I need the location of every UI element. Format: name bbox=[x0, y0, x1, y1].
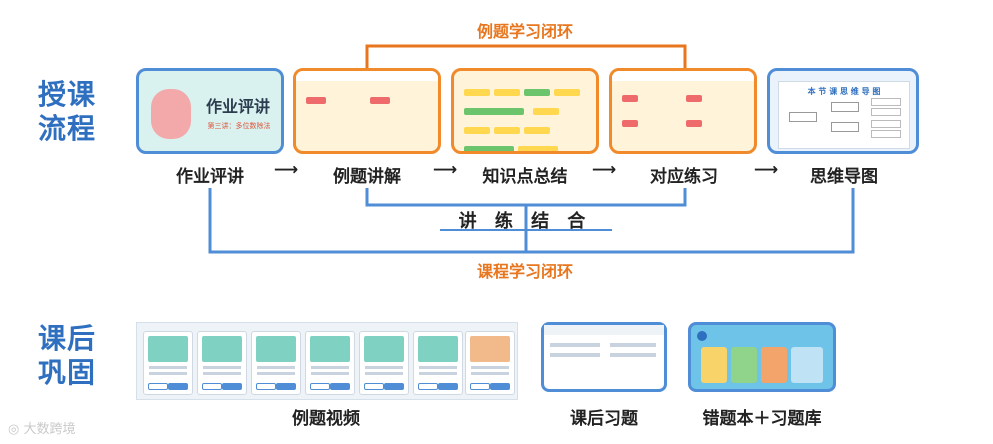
card4-problem-lines bbox=[620, 93, 746, 106]
card4-mark-b bbox=[686, 95, 703, 102]
course-loop-label: 课程学习闭环 bbox=[476, 262, 573, 281]
after-class-exercises-panel bbox=[541, 322, 667, 392]
exercise-line bbox=[610, 343, 656, 347]
example-loop-label: 例题学习闭环 bbox=[476, 22, 573, 41]
summary-cell bbox=[494, 89, 520, 96]
summary-cell bbox=[524, 89, 550, 96]
card2-problem-lines bbox=[304, 95, 430, 108]
card4-problem-lines-2 bbox=[620, 118, 746, 131]
summary-cell bbox=[464, 108, 524, 115]
exercise-line bbox=[610, 353, 656, 357]
practice-bracket bbox=[365, 188, 687, 207]
summary-cell bbox=[464, 127, 490, 134]
card1-title: 作业评讲 bbox=[205, 97, 270, 116]
card4-mark-a bbox=[622, 95, 638, 102]
card4-mark-d bbox=[686, 120, 703, 127]
library-tile[interactable] bbox=[701, 347, 727, 383]
video-thumb[interactable] bbox=[359, 331, 409, 395]
avatar bbox=[697, 331, 707, 341]
summary-cell bbox=[554, 89, 580, 96]
video-thumb[interactable] bbox=[143, 331, 193, 395]
teaching-process-label: 授课 流程 bbox=[38, 78, 96, 146]
mindmap-branch bbox=[831, 122, 859, 132]
card2-mark-a bbox=[306, 97, 326, 104]
teaching-label-line1: 授课 bbox=[38, 78, 97, 111]
after-class-label-line1: 课后 bbox=[38, 322, 97, 355]
after-class-label: 课后 巩固 bbox=[38, 322, 96, 390]
summary-cell bbox=[464, 146, 514, 151]
arrow-icon: ⟶ bbox=[591, 160, 617, 180]
mindmap-leaf bbox=[871, 98, 901, 106]
video-thumb[interactable] bbox=[413, 331, 463, 395]
card5-title: 本 节 课 思 维 导 图 bbox=[807, 87, 881, 96]
summary-cell bbox=[533, 108, 560, 115]
mindmap-leaf bbox=[871, 108, 901, 116]
video-thumb[interactable] bbox=[465, 331, 515, 395]
practice-label: 讲 练 结 合 bbox=[458, 211, 592, 232]
card-corresponding-practice bbox=[609, 68, 757, 154]
watermark-text: 大数跨境 bbox=[23, 422, 76, 437]
after-class-label-line2: 巩固 bbox=[38, 356, 97, 389]
mindmap-leaf bbox=[871, 130, 901, 138]
step-knowledge-summary: 知识点总结 bbox=[482, 167, 568, 187]
mindmap-root bbox=[789, 112, 817, 122]
library-tile[interactable] bbox=[761, 347, 787, 383]
step-corresponding-practice: 对应练习 bbox=[650, 167, 718, 187]
library-tile[interactable] bbox=[731, 347, 757, 383]
card-example-explanation bbox=[293, 68, 441, 154]
card2-mark-b bbox=[370, 97, 391, 104]
example-loop-bracket bbox=[365, 44, 687, 68]
library-tile[interactable] bbox=[791, 347, 823, 383]
caption-wrong-answer-book: 错题本＋习题库 bbox=[702, 409, 822, 429]
summary-cell bbox=[464, 89, 490, 96]
arrow-icon: ⟶ bbox=[753, 160, 779, 180]
card-homework-review: 作业评讲 第三讲：多位数除法 bbox=[136, 68, 284, 154]
step-example-explanation: 例题讲解 bbox=[333, 167, 401, 187]
exercise-line bbox=[550, 343, 600, 347]
pig-illustration bbox=[151, 89, 191, 139]
caption-example-videos: 例题视频 bbox=[292, 409, 360, 429]
video-thumb[interactable] bbox=[251, 331, 301, 395]
teaching-label-line2: 流程 bbox=[38, 112, 97, 145]
video-thumb[interactable] bbox=[305, 331, 355, 395]
watermark-logo-icon: ◎ bbox=[8, 422, 20, 437]
caption-after-class-exercises: 课后习题 bbox=[570, 409, 638, 429]
course-loop-bracket bbox=[208, 188, 855, 254]
example-videos-panel bbox=[136, 322, 518, 400]
step-homework-review: 作业评讲 bbox=[176, 167, 244, 187]
card-mind-map: 本 节 课 思 维 导 图 bbox=[767, 68, 919, 154]
exercise-line bbox=[550, 353, 600, 357]
summary-cell bbox=[518, 146, 558, 151]
mindmap-branch bbox=[831, 102, 859, 112]
wrong-answer-book-panel bbox=[688, 322, 836, 392]
summary-cell bbox=[494, 127, 520, 134]
card1-subtitle: 第三讲：多位数除法 bbox=[207, 122, 271, 130]
card5-inner: 本 节 课 思 维 导 图 bbox=[778, 81, 910, 149]
watermark: ◎ 大数跨境 bbox=[8, 418, 76, 437]
video-thumb[interactable] bbox=[197, 331, 247, 395]
summary-cell bbox=[524, 127, 550, 134]
mindmap-leaf bbox=[871, 120, 901, 128]
step-mind-map: 思维导图 bbox=[810, 167, 878, 187]
arrow-icon: ⟶ bbox=[273, 160, 299, 180]
arrow-icon: ⟶ bbox=[432, 160, 458, 180]
card-knowledge-summary bbox=[451, 68, 599, 154]
card4-mark-c bbox=[622, 120, 638, 127]
